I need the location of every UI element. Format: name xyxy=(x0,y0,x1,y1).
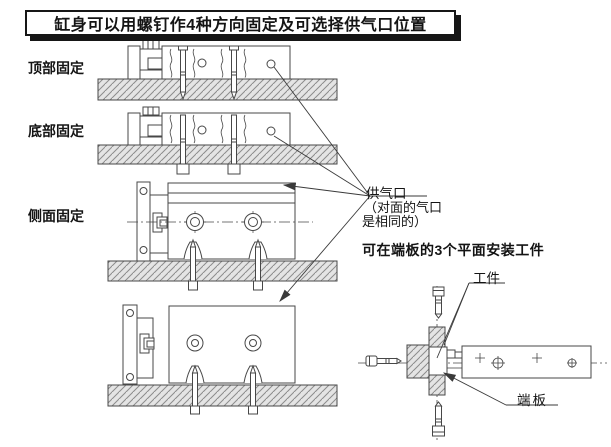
label-air-port-note-1: （对面的气口 xyxy=(364,200,443,215)
label-workpiece: 工件 xyxy=(473,271,500,286)
air-port-circle xyxy=(186,334,262,352)
air-port-circle xyxy=(266,59,276,69)
workpiece-screw-bottom xyxy=(432,401,445,437)
label-air-port-note-2: 是相同的） xyxy=(362,214,428,229)
diagram-top-mount xyxy=(97,39,338,101)
base-plate xyxy=(97,78,338,101)
rod-end-plate xyxy=(127,112,141,146)
mounting-screw xyxy=(227,114,241,175)
diagram-fourth-mount xyxy=(107,304,338,415)
end-plate xyxy=(428,346,448,376)
label-top-mount: 顶部固定 xyxy=(28,60,84,76)
mounting-screw xyxy=(178,45,188,101)
rod-end-plate xyxy=(127,45,141,80)
mounting-screw xyxy=(243,364,263,415)
air-port-circle xyxy=(197,58,207,68)
base-plate xyxy=(107,260,338,282)
workpiece-screw-left xyxy=(365,355,402,367)
mounting-screw xyxy=(248,238,268,291)
air-port-cross xyxy=(242,211,264,233)
mounting-screw xyxy=(185,364,205,415)
workpiece-bottom xyxy=(428,374,446,396)
port-fitting xyxy=(446,349,456,359)
page-title: 缸身可以用螺钉作4种方向固定及可选择供气口位置 xyxy=(54,17,427,34)
break-lines xyxy=(169,114,247,144)
label-air-port: 供气口 xyxy=(366,186,407,201)
title-box: 缸身可以用螺钉作4种方向固定及可选择供气口位置 xyxy=(25,10,456,36)
air-port-circle xyxy=(266,126,276,136)
diagram-side-mount xyxy=(107,181,338,291)
label-bottom-mount: 底部固定 xyxy=(28,123,84,139)
base-plate xyxy=(97,144,338,165)
label-side-mount: 侧面固定 xyxy=(28,208,84,224)
air-port-circle xyxy=(197,125,207,135)
mounting-screw xyxy=(183,238,203,291)
workpiece-screw-top xyxy=(432,286,445,319)
label-endplate-note: 可在端板的3个平面安装工件 xyxy=(362,242,545,258)
diagram-endplate-mounting xyxy=(358,286,607,440)
workpiece-left xyxy=(406,344,431,379)
mounting-screw xyxy=(229,45,239,101)
air-port-leader-lines xyxy=(273,66,427,302)
workpiece-leader-lines xyxy=(436,282,505,359)
mounting-screw xyxy=(176,114,190,175)
base-plate xyxy=(107,384,338,407)
label-end-plate: 端板 xyxy=(517,393,548,408)
break-lines xyxy=(169,48,247,78)
air-port-cross xyxy=(184,211,206,233)
diagram-bottom-mount xyxy=(97,106,338,175)
endplate-leader-line xyxy=(442,372,558,406)
port-fitting xyxy=(454,351,463,359)
mounting-hole-marks xyxy=(475,353,577,370)
